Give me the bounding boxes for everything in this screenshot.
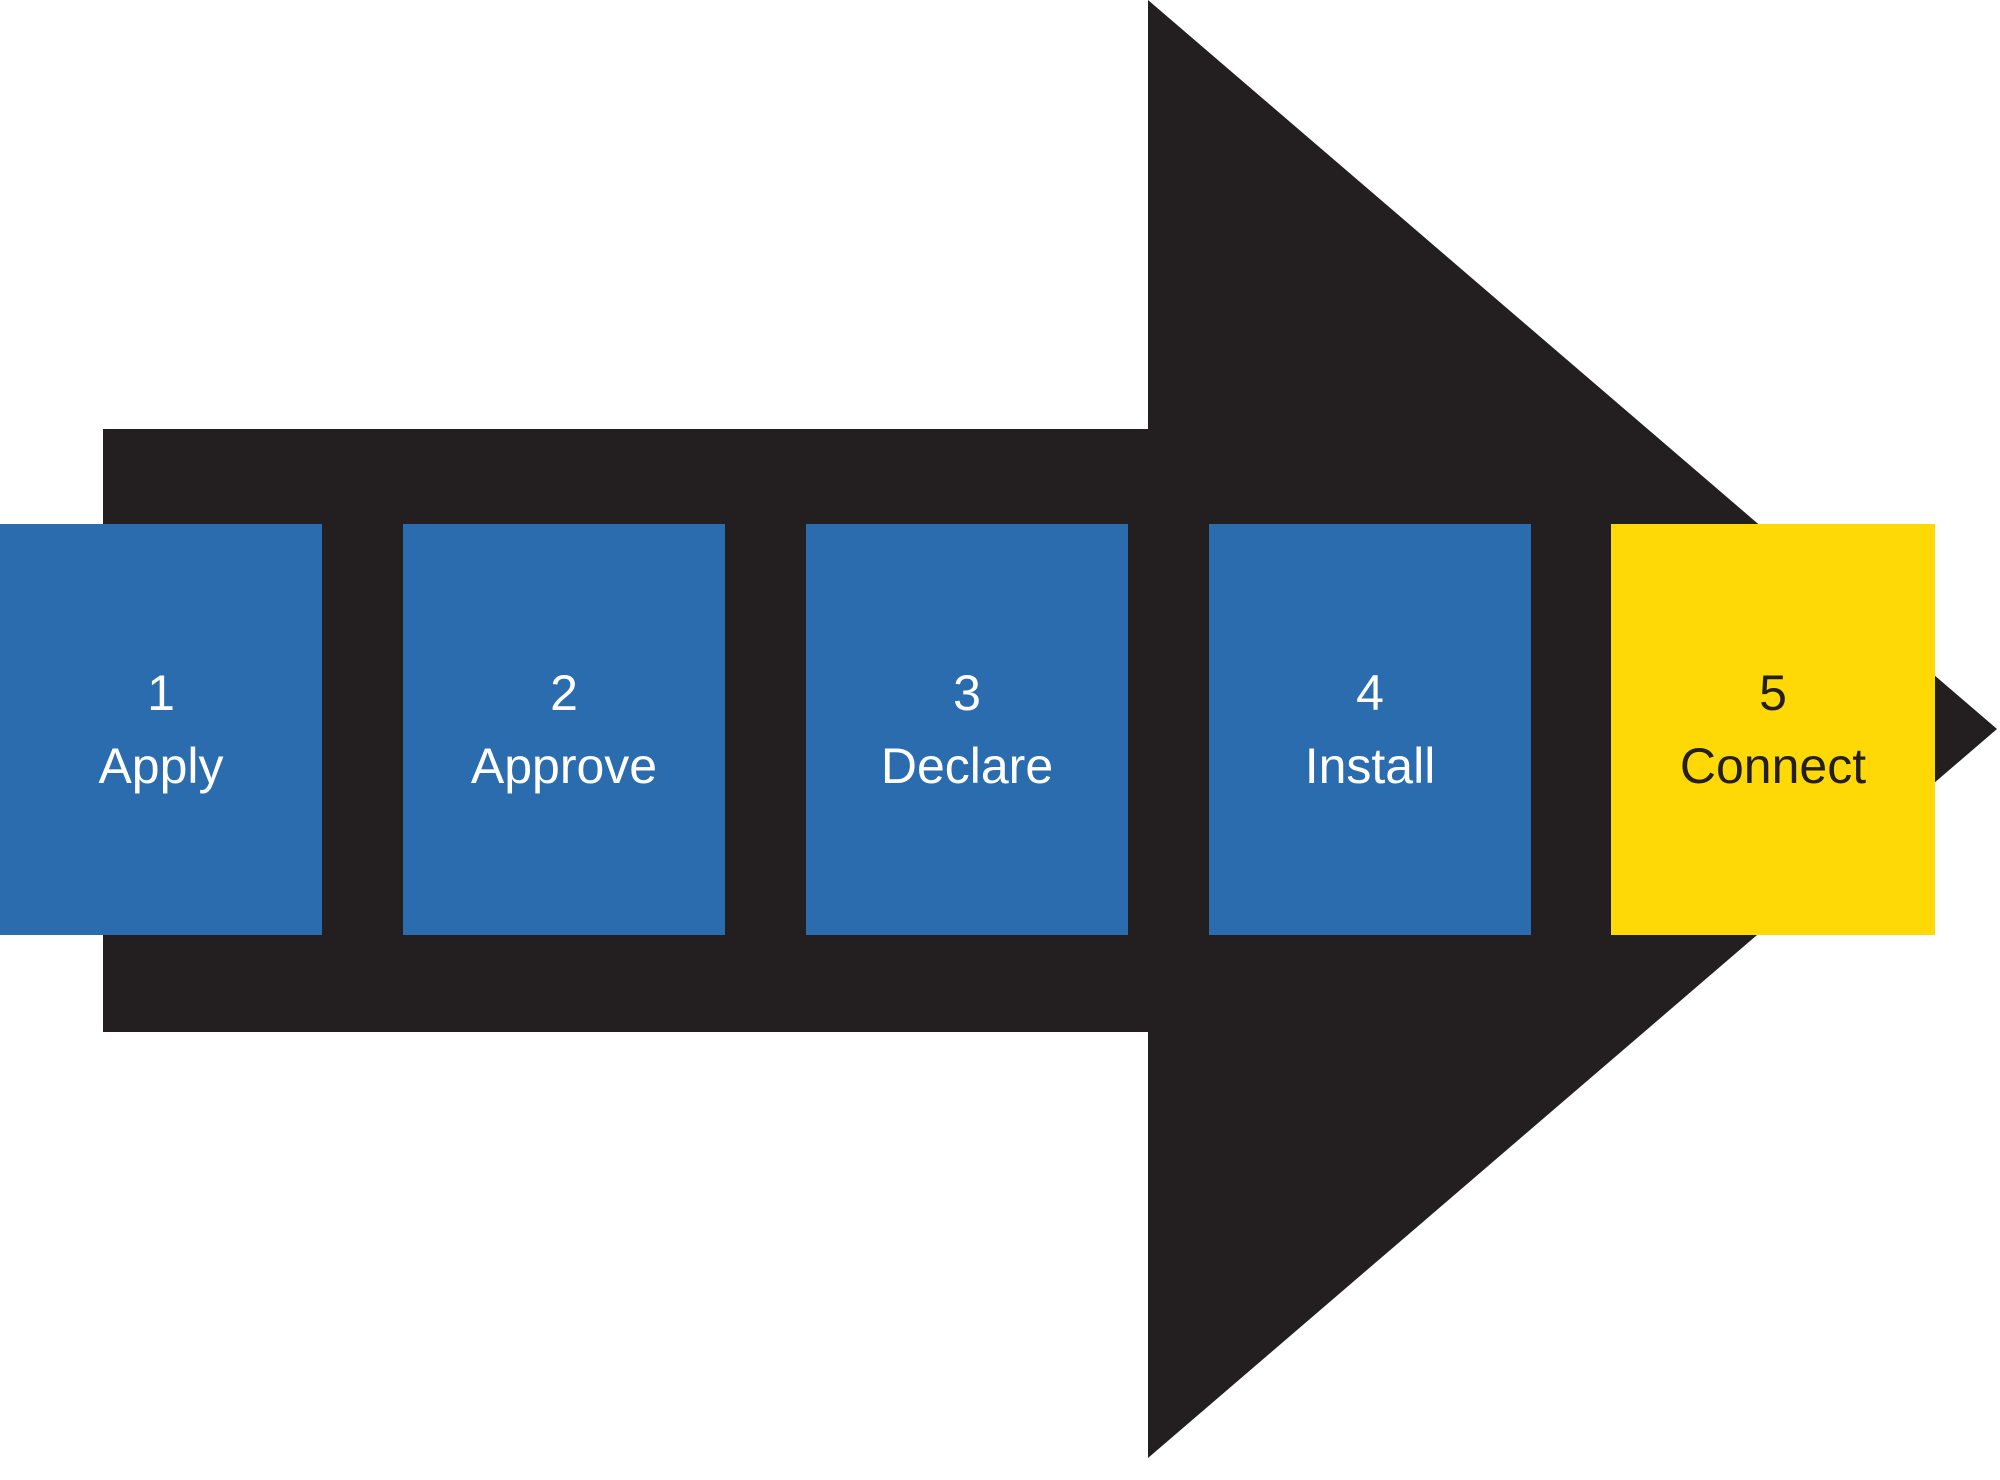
step-label: Install	[1304, 737, 1436, 794]
step-number: 4	[1356, 664, 1384, 721]
step-number: 1	[147, 664, 175, 721]
step-number: 3	[953, 664, 981, 721]
step-label: Declare	[880, 737, 1054, 794]
step-box-connect: 5 Connect	[1611, 524, 1935, 935]
step-box-approve: 2 Approve	[403, 524, 725, 935]
arrow-head	[1148, 0, 1997, 1458]
step-box-declare: 3 Declare	[806, 524, 1128, 935]
step-label: Apply	[98, 737, 224, 794]
step-number: 5	[1759, 664, 1787, 721]
step-box-apply: 1 Apply	[0, 524, 322, 935]
step-box-install: 4 Install	[1209, 524, 1531, 935]
step-label: Approve	[470, 737, 658, 794]
step-label: Connect	[1679, 737, 1867, 794]
step-number: 2	[550, 664, 578, 721]
